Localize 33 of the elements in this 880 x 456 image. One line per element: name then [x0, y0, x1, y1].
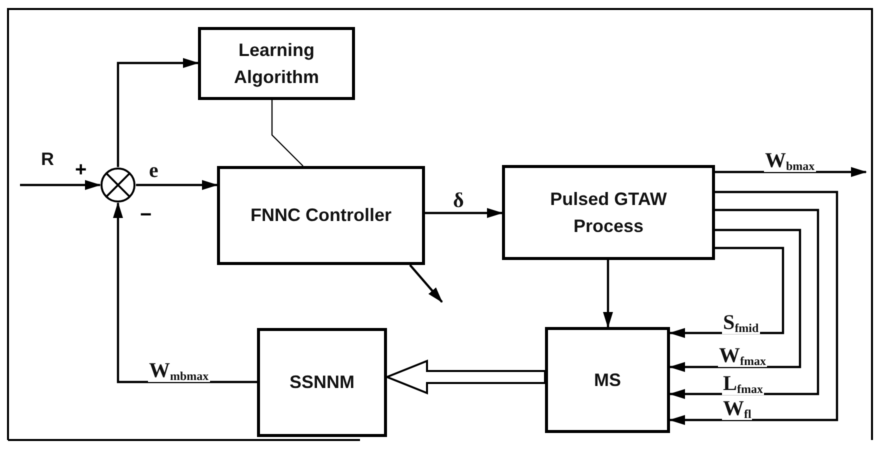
process-box: [257, 328, 387, 437]
process-box: [198, 27, 355, 100]
arrow: [669, 208, 820, 399]
edge-label: L$_{fmax}$: [722, 373, 764, 395]
process-box: [502, 165, 715, 260]
arrow: [669, 228, 802, 372]
summing-junction: [100, 167, 136, 203]
box-label: Pulsed GTAW Process: [549, 188, 668, 238]
connector-line: [271, 100, 304, 166]
arrow: [425, 208, 503, 218]
edge-label: W$_{fl}$: [722, 398, 752, 420]
minus-sign: −: [140, 205, 152, 225]
arrow: [669, 190, 838, 425]
arrow: [116, 58, 199, 167]
box-label: SSNNM: [288, 371, 356, 394]
edge-label: R: [40, 150, 55, 168]
arrow: [715, 167, 867, 177]
process-box: [545, 327, 670, 433]
box-label: MS: [593, 368, 622, 392]
plus-sign: +: [75, 160, 87, 180]
arrow: [603, 260, 613, 328]
edge-label: W$_{mbmax}$: [148, 360, 210, 382]
arrow: [20, 180, 101, 190]
edge-label: W$_{bmax}$: [764, 150, 816, 172]
hollow-arrow: [384, 360, 546, 394]
arrow: [113, 202, 257, 384]
edge-label: W$_{fmax}$: [718, 345, 767, 367]
arrow: [409, 264, 443, 303]
box-label: Learning Algorithm: [233, 39, 320, 89]
box-label: FNNC Controller: [250, 204, 392, 228]
arrow: [136, 180, 218, 190]
edge-label: S$_{fmid}$: [722, 312, 760, 334]
controller-box: [217, 166, 425, 265]
